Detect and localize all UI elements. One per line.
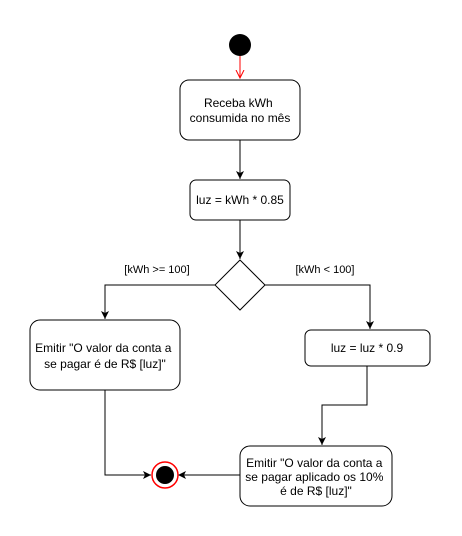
receive-kwh-box: [179, 79, 301, 141]
edge-emit-full-to-end: [104, 390, 151, 479]
emit-discount-label: Emitir "O valor da conta a se pagar apli…: [245, 456, 386, 498]
guard-kwh-low: [kWh < 100]: [295, 264, 354, 276]
decision-diamond: [214, 259, 266, 311]
edge-discount-to-emit-discount: [318, 366, 368, 445]
edge-decision-to-discount: [265, 284, 374, 329]
start-node: [229, 34, 251, 56]
emit-full-box: [29, 319, 181, 391]
calc-luz-label: luz = kWh * 0.85: [196, 193, 284, 207]
end-node-core: [156, 466, 174, 484]
guard-kwh-high: [kWh >= 100]: [124, 264, 189, 276]
emit-discount-box: [239, 445, 393, 507]
emit-full-label: Emitir "O valor da conta a se pagar é de…: [35, 341, 175, 371]
discount-label: luz = luz * 0.9: [331, 341, 404, 355]
receive-kwh-label: Receba kWh consumida no mês: [190, 96, 291, 125]
edge-decision-to-emit-full: [101, 284, 215, 319]
